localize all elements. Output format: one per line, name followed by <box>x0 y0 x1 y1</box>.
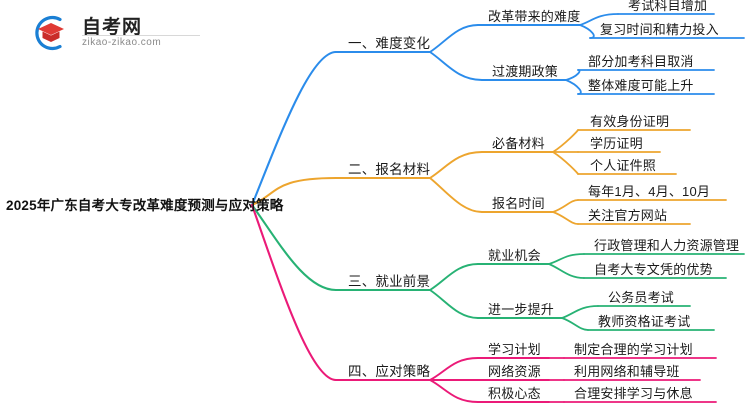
node-label-overall-difficulty-rise[interactable]: 整体难度可能上升 <box>588 78 694 93</box>
node-label-watch-official-site[interactable]: 关注官方网站 <box>588 208 668 223</box>
node-label-reform-difficulty[interactable]: 改革带来的难度 <box>488 9 581 24</box>
link-application-materials-required-materials <box>429 151 483 179</box>
node-label-further-advancement[interactable]: 进一步提升 <box>488 302 555 317</box>
link-job-opportunities-admin-hr-management <box>548 253 585 265</box>
link-application-materials-application-time <box>429 177 483 213</box>
node-label-transition-policy[interactable]: 过渡期政策 <box>492 64 559 79</box>
link-required-materials-personal-id-photo <box>552 151 579 175</box>
node-label-teacher-certificate-exam[interactable]: 教师资格证考试 <box>598 314 691 329</box>
branch-label-coping-strategies[interactable]: 四、应对策略 <box>348 364 431 379</box>
node-label-more-exam-subjects[interactable]: 考试科目增加 <box>628 0 708 13</box>
link-employment-prospects-further-advancement <box>429 289 479 319</box>
node-label-job-opportunities[interactable]: 就业机会 <box>488 248 541 263</box>
link-coping-strategies-study-plan <box>429 357 479 381</box>
branch-trunk-difficulty-change <box>250 50 338 207</box>
link-transition-policy-overall-difficulty-rise <box>565 79 582 95</box>
link-transition-policy-some-extra-subjects-cancelled <box>565 69 581 81</box>
branch-label-employment-prospects[interactable]: 三、就业前景 <box>348 274 431 289</box>
link-difficulty-change-transition-policy <box>429 51 483 81</box>
node-label-review-time-effort[interactable]: 复习时间和精力投入 <box>600 22 719 37</box>
link-required-materials-valid-id-proof <box>552 129 579 153</box>
branch-label-difficulty-change[interactable]: 一、难度变化 <box>348 36 431 51</box>
node-label-application-time[interactable]: 报名时间 <box>492 196 545 211</box>
link-application-time-watch-official-site <box>552 211 579 225</box>
node-label-personal-id-photo[interactable]: 个人证件照 <box>590 158 657 173</box>
link-application-time-exam-months <box>552 199 579 213</box>
node-label-valid-id-proof[interactable]: 有效身份证明 <box>590 114 670 129</box>
node-label-study-plan[interactable]: 学习计划 <box>488 342 541 357</box>
branch-trunk-coping-strategies <box>250 203 338 382</box>
link-job-opportunities-self-study-diploma-advantage <box>548 263 585 279</box>
node-label-some-extra-subjects-cancelled[interactable]: 部分加考科目取消 <box>588 54 694 69</box>
branch-label-application-materials[interactable]: 二、报名材料 <box>348 162 431 177</box>
branch-trunk-application-materials <box>250 176 338 207</box>
node-label-education-certificate[interactable]: 学历证明 <box>590 136 643 151</box>
node-label-admin-hr-management[interactable]: 行政管理和人力资源管理 <box>594 238 740 253</box>
logo-url: zikao-zikao.com <box>82 37 162 48</box>
node-label-self-study-diploma-advantage[interactable]: 自考大专文凭的优势 <box>594 262 713 277</box>
node-label-use-internet-and-classes[interactable]: 利用网络和辅导班 <box>574 364 680 379</box>
node-label-positive-mindset[interactable]: 积极心态 <box>488 386 541 401</box>
logo-divider <box>82 35 200 36</box>
branch-trunk-employment-prospects <box>250 203 338 292</box>
node-label-required-materials[interactable]: 必备材料 <box>492 136 545 151</box>
link-reform-difficulty-review-time-effort <box>579 24 595 39</box>
link-difficulty-change-reform-difficulty <box>429 24 479 53</box>
node-label-online-resources[interactable]: 网络资源 <box>488 364 541 379</box>
graduation-cap-icon <box>30 12 72 54</box>
link-further-advancement-civil-servant-exam <box>561 305 599 319</box>
link-further-advancement-teacher-certificate-exam <box>561 317 589 331</box>
site-logo[interactable]: 自考网 zikao-zikao.com <box>30 10 210 56</box>
node-label-exam-months[interactable]: 每年1月、4月、10月 <box>588 184 711 199</box>
node-label-civil-servant-exam[interactable]: 公务员考试 <box>608 290 675 305</box>
node-label-balance-study-and-rest[interactable]: 合理安排学习与休息 <box>574 386 693 401</box>
node-label-make-reasonable-plan[interactable]: 制定合理的学习计划 <box>574 342 693 357</box>
link-employment-prospects-job-opportunities <box>429 263 479 291</box>
link-reform-difficulty-more-exam-subjects <box>579 13 619 26</box>
logo-wordmark: 自考网 <box>82 17 143 38</box>
mindmap-root-label[interactable]: 2025年广东自考大专改革难度预测与应对策略 <box>6 198 284 213</box>
link-coping-strategies-positive-mindset <box>429 379 479 403</box>
